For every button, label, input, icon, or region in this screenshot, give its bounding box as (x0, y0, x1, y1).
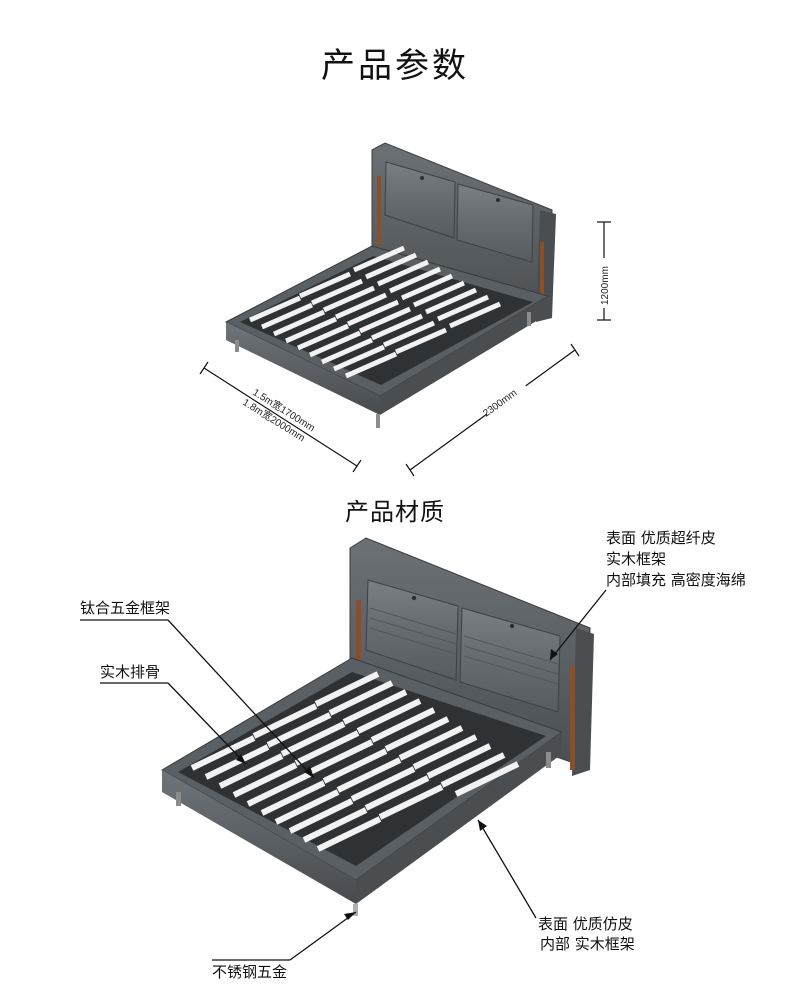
headboard-material-line-3: 内部填充 高密度海绵 (606, 571, 746, 589)
materials-title: 产品材质 (345, 498, 445, 526)
side-material-line-1: 表面 优质仿皮 (538, 915, 633, 933)
slats-material-label: 实木排骨 (100, 663, 161, 681)
legs-material-label: 不锈钢五金 (212, 963, 288, 981)
height-dim: 1200mm (600, 266, 611, 305)
frame-material-label: 钛合五金框架 (80, 599, 171, 617)
headboard-material-line-2: 实木框架 (606, 550, 667, 568)
bed-diagram-top (224, 142, 556, 428)
headboard-material-line-1: 表面 优质超纤皮 (606, 529, 716, 547)
bed-diagram-bottom (161, 537, 594, 916)
leader-lines (80, 589, 607, 961)
params-title: 产品参数 (321, 46, 469, 86)
side-material-line-2: 内部 实木框架 (540, 935, 635, 953)
